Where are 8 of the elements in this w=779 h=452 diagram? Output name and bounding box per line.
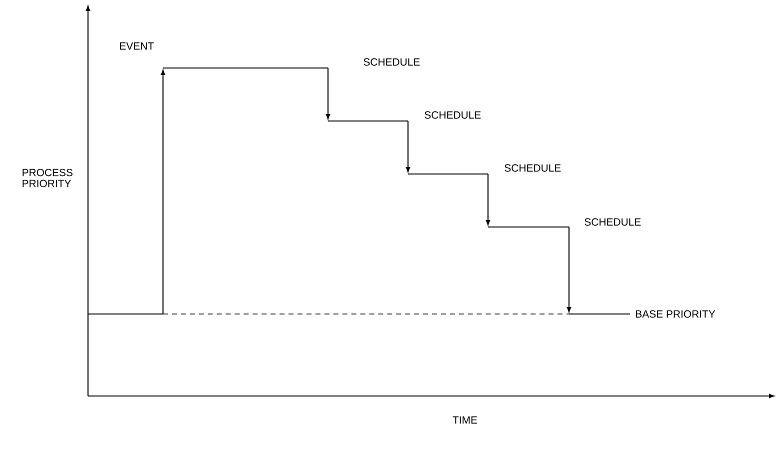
axis-label: SCHEDULE bbox=[424, 111, 481, 119]
axis-label: SCHEDULE bbox=[504, 164, 561, 172]
axis-label: TIME bbox=[452, 416, 478, 424]
axis-label: SCHEDULE bbox=[364, 58, 420, 66]
axis-label: BASE PRIORITY bbox=[636, 310, 716, 318]
axis-label: SCHEDULE bbox=[584, 218, 641, 226]
axis-label: PROCESS PRIORITY bbox=[22, 168, 72, 188]
axis-label: EVENT bbox=[120, 42, 154, 50]
